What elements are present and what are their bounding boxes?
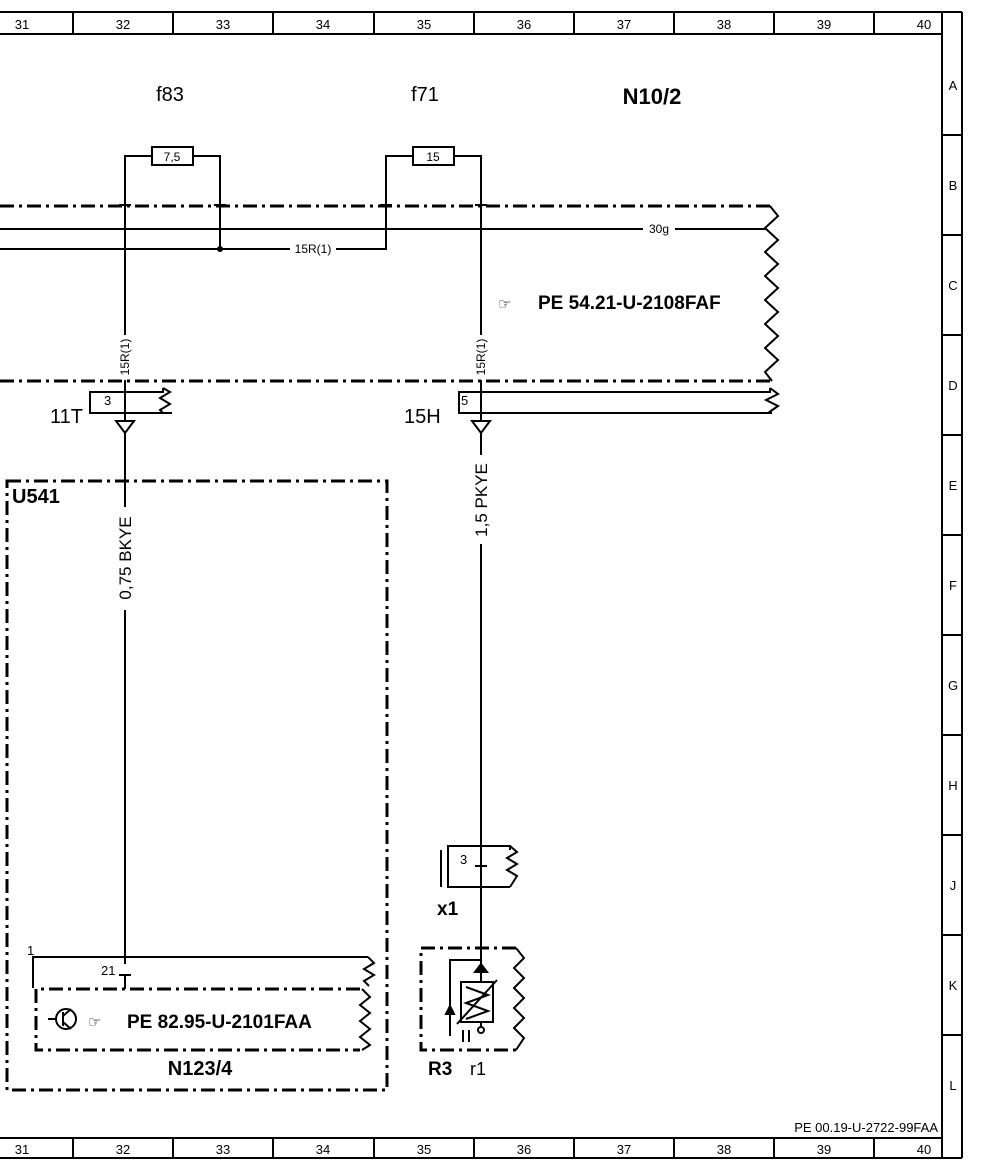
row-label: B	[949, 178, 958, 193]
transistor-icon	[48, 1008, 77, 1030]
row-label: K	[949, 978, 958, 993]
connector-15h-pin: 5	[461, 393, 468, 408]
fuse-f83-rating: 7,5	[164, 150, 181, 164]
fuse-pins	[119, 196, 487, 206]
column-ticks	[72, 12, 875, 1158]
connector-15h	[458, 387, 780, 435]
column-label: 33	[216, 1142, 230, 1157]
wire-1-5-pkye-label: 1,5 PKYE	[472, 463, 491, 537]
n123-4-outline	[32, 956, 376, 988]
column-label: 40	[917, 1142, 931, 1157]
wire-left-15r-label: 15R(1)	[118, 339, 132, 376]
n123-4-label: N123/4	[168, 1058, 233, 1080]
connector-11t-label: 11T	[50, 406, 83, 428]
hand-pointer-icon: ☞	[498, 296, 511, 313]
row-label: A	[949, 78, 958, 93]
column-label: 34	[316, 1142, 330, 1157]
r3-sub-label: r1	[470, 1059, 486, 1079]
n123-4-inner-boundary	[34, 987, 360, 1052]
column-label: 33	[216, 17, 230, 32]
n123-4-pin-inner: 21	[101, 963, 115, 978]
connector-11t-pin: 3	[104, 393, 111, 408]
u541-boundary	[5, 479, 389, 1092]
column-label: 36	[517, 1142, 531, 1157]
r3-break-edge	[512, 947, 526, 1051]
column-label: 40	[917, 17, 931, 32]
bus-lines	[0, 206, 766, 250]
column-label: 35	[417, 1142, 431, 1157]
drawing-frame	[0, 11, 963, 1159]
row-label: C	[948, 278, 957, 293]
column-label: 36	[517, 17, 531, 32]
wire-0-75-bkye-label: 0,75 BKYE	[116, 516, 135, 599]
row-label: D	[948, 378, 957, 393]
junction-dot	[217, 246, 223, 252]
column-label: 37	[617, 1142, 631, 1157]
connector-x1-pin: 3	[460, 852, 467, 867]
column-label: 32	[116, 1142, 130, 1157]
module-n10-2-label: N10/2	[623, 84, 682, 109]
document-id: PE 00.19-U-2722-99FAA	[794, 1120, 938, 1135]
row-labels: A B C D E F G H J K L	[948, 78, 958, 1093]
n123-4-pin-21	[119, 974, 131, 989]
fuse-f83-label: f83	[156, 84, 184, 106]
column-label: 39	[817, 1142, 831, 1157]
row-label: G	[948, 678, 958, 693]
module-n10-2-break-edge	[763, 205, 780, 382]
n123-4-pin-outer: 1	[27, 943, 34, 958]
line-30g-label: 30g	[649, 222, 669, 236]
fuse-f71-rating: 15	[426, 150, 440, 164]
column-labels-bottom: 31 32 33 34 35 36 37 38 39 40	[15, 1142, 931, 1157]
connector-x1	[440, 845, 519, 888]
column-label: 35	[417, 17, 431, 32]
fuse-f71	[385, 146, 482, 198]
column-label: 34	[316, 17, 330, 32]
u541-label: U541	[12, 486, 60, 508]
n123-4-break-edge	[358, 988, 372, 1051]
module-n10-2-ref: ☞ PE 54.21-U-2108FAF	[498, 293, 721, 314]
r3-label: R3	[428, 1059, 452, 1080]
thermistor-icon	[444, 878, 498, 1042]
column-label: 32	[116, 17, 130, 32]
column-label: 31	[15, 17, 29, 32]
row-label: F	[949, 578, 957, 593]
column-label: 39	[817, 17, 831, 32]
column-label: 37	[617, 17, 631, 32]
connector-15h-label: 15H	[404, 406, 441, 428]
wire-right-15r-label: 15R(1)	[474, 339, 488, 376]
column-labels-top: 31 32 33 34 35 36 37 38 39 40	[15, 17, 931, 32]
connector-11t	[89, 387, 172, 435]
column-label: 38	[717, 17, 731, 32]
hand-pointer-icon: ☞	[88, 1014, 101, 1031]
column-label: 38	[717, 1142, 731, 1157]
row-ticks	[942, 134, 962, 1036]
fuse-f71-label: f71	[411, 84, 439, 106]
row-label: H	[948, 778, 957, 793]
module-ref-text: PE 54.21-U-2108FAF	[538, 293, 721, 314]
column-label: 31	[15, 1142, 29, 1157]
fuse-f83	[124, 146, 221, 198]
n123-4-ref-text: PE 82.95-U-2101FAA	[127, 1012, 312, 1033]
row-label: E	[949, 478, 958, 493]
row-label: L	[949, 1078, 956, 1093]
r3-boundary	[419, 946, 516, 1052]
connector-x1-label: x1	[437, 899, 459, 920]
line-15r-label: 15R(1)	[295, 242, 332, 256]
row-label: J	[950, 878, 957, 893]
